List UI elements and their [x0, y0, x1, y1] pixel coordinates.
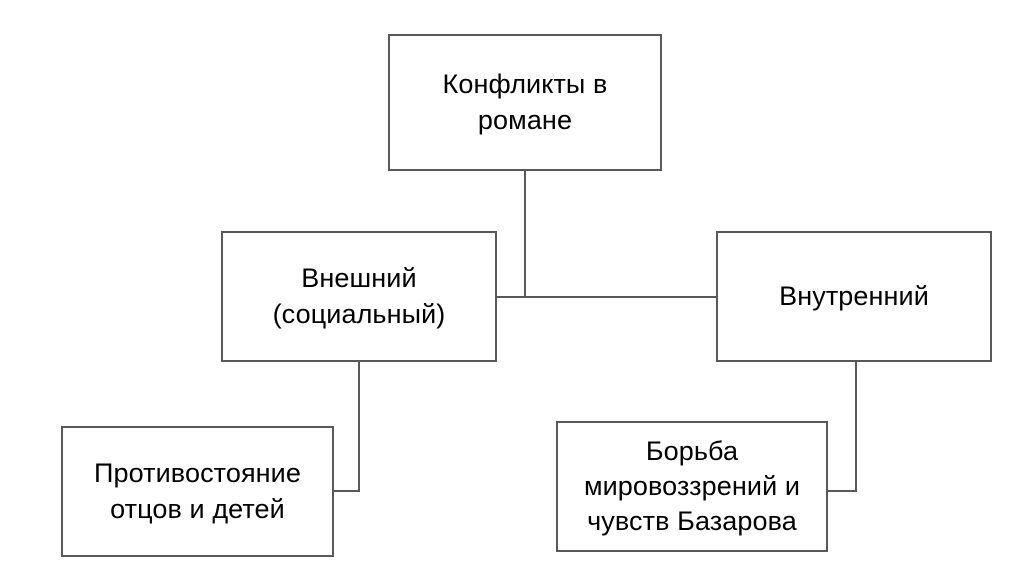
node-internal-label: Внутренний	[779, 280, 929, 311]
node-internal[interactable]: Внутренний	[716, 231, 992, 362]
node-bazarov-worldview-struggle[interactable]: Борьба мировоззрений и чувств Базарова	[556, 421, 828, 552]
connector-internal-down	[855, 361, 857, 492]
node-conflicts-in-novel-label: Конфликты в романе	[442, 69, 608, 135]
connector-external-to-generations	[332, 490, 360, 492]
connector-internal-to-worldviews	[826, 490, 857, 492]
connector-external-down	[358, 361, 360, 492]
node-external-social[interactable]: Внешний (социальный)	[221, 231, 497, 362]
node-external-social-label: Внешний (социальный)	[272, 263, 446, 329]
node-bazarov-worldview-struggle-label: Борьба мировоззрений и чувств Базарова	[583, 435, 801, 537]
node-fathers-and-sons-confrontation-label: Противостояние отцов и детей	[94, 458, 301, 524]
node-fathers-and-sons-confrontation[interactable]: Противостояние отцов и детей	[61, 426, 334, 557]
node-conflicts-in-novel[interactable]: Конфликты в романе	[388, 34, 662, 171]
connector-root-to-branch	[524, 170, 526, 298]
connector-external-to-internal	[496, 296, 717, 298]
